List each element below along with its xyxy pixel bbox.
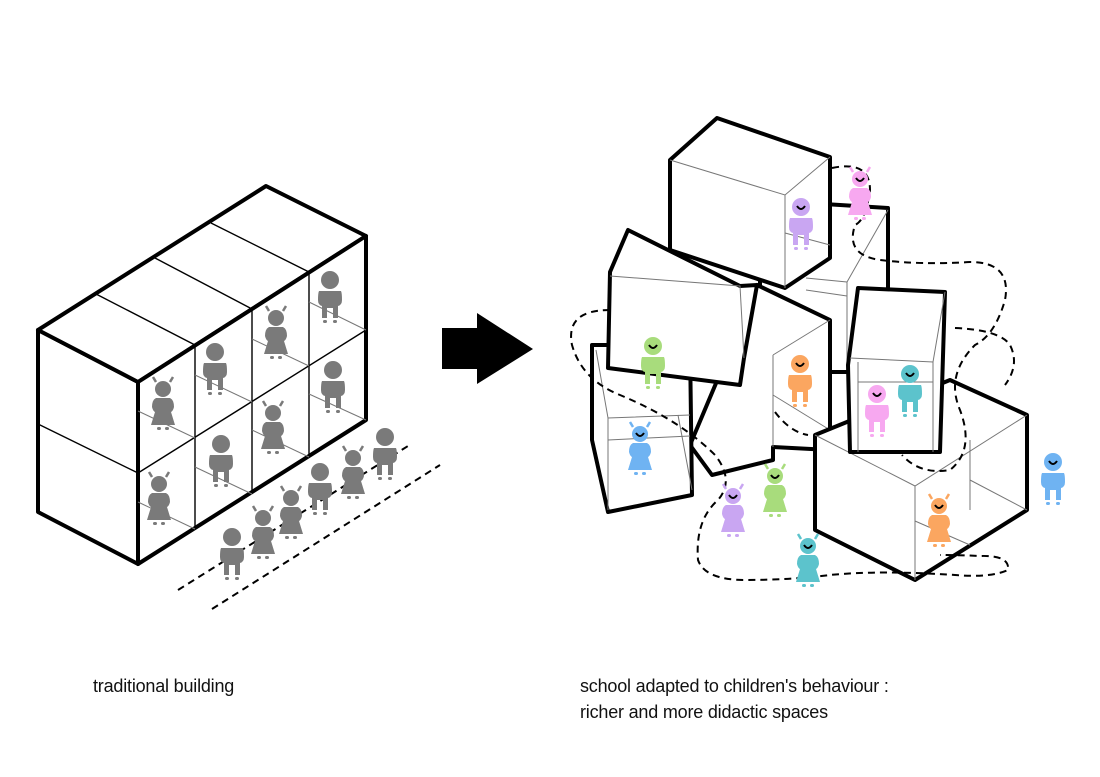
boy-figure-icon: [220, 528, 244, 580]
girl-figure-icon: [251, 506, 275, 559]
girl-figure-icon: [279, 486, 303, 539]
right-arrow-icon: [442, 313, 533, 384]
girl-figure-icon: [721, 484, 745, 537]
girl-figure-icon: [848, 167, 872, 220]
girl-figure-icon: [796, 534, 820, 587]
caption-adapted-school-line2: richer and more didactic spaces: [580, 702, 828, 722]
girl-figure-icon: [763, 464, 787, 517]
traditional-building: [36, 184, 441, 610]
building-grid-lines: [37, 222, 367, 530]
block-top: [668, 116, 832, 290]
adapted-school: [570, 116, 1029, 582]
boy-figure-icon: [373, 428, 397, 480]
boy-figure-icon: [1041, 453, 1065, 505]
caption-adapted-school: school adapted to children's behaviour :…: [580, 673, 889, 725]
block-tilted: [846, 286, 947, 454]
children-movement-path: [570, 165, 1015, 582]
caption-traditional-building: traditional building: [93, 676, 235, 696]
queue-line-lower: [211, 464, 441, 610]
caption-adapted-school-line1: school adapted to children's behaviour :: [580, 676, 889, 696]
girl-figure-icon: [341, 446, 365, 499]
